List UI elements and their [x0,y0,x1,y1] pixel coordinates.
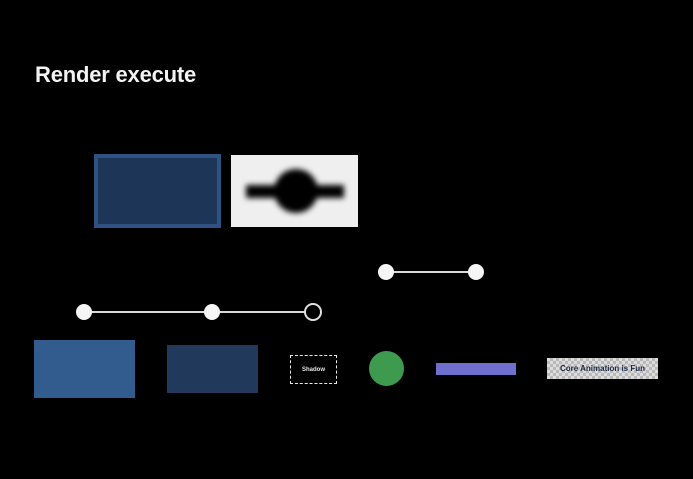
blurred-shape-icon [246,169,344,213]
upper-timeline-end-node [468,264,484,280]
light-blue-rectangle [34,340,135,398]
upper-timeline-line [386,271,476,273]
green-circle [369,351,404,386]
purple-bar [436,363,516,375]
lower-timeline-line [84,311,312,313]
shadow-box: Shadow [290,355,337,384]
lower-timeline-start-node [76,304,92,320]
blurred-shape-panel [231,155,358,227]
framed-blue-rectangle [94,154,221,228]
slide-title: Render execute [35,62,197,87]
lower-timeline-end-node [304,303,322,321]
upper-timeline-start-node [378,264,394,280]
lower-timeline-middle-node [204,304,220,320]
text-chip: Core Animation is Fun [547,358,658,379]
dark-blue-rectangle [167,345,258,393]
